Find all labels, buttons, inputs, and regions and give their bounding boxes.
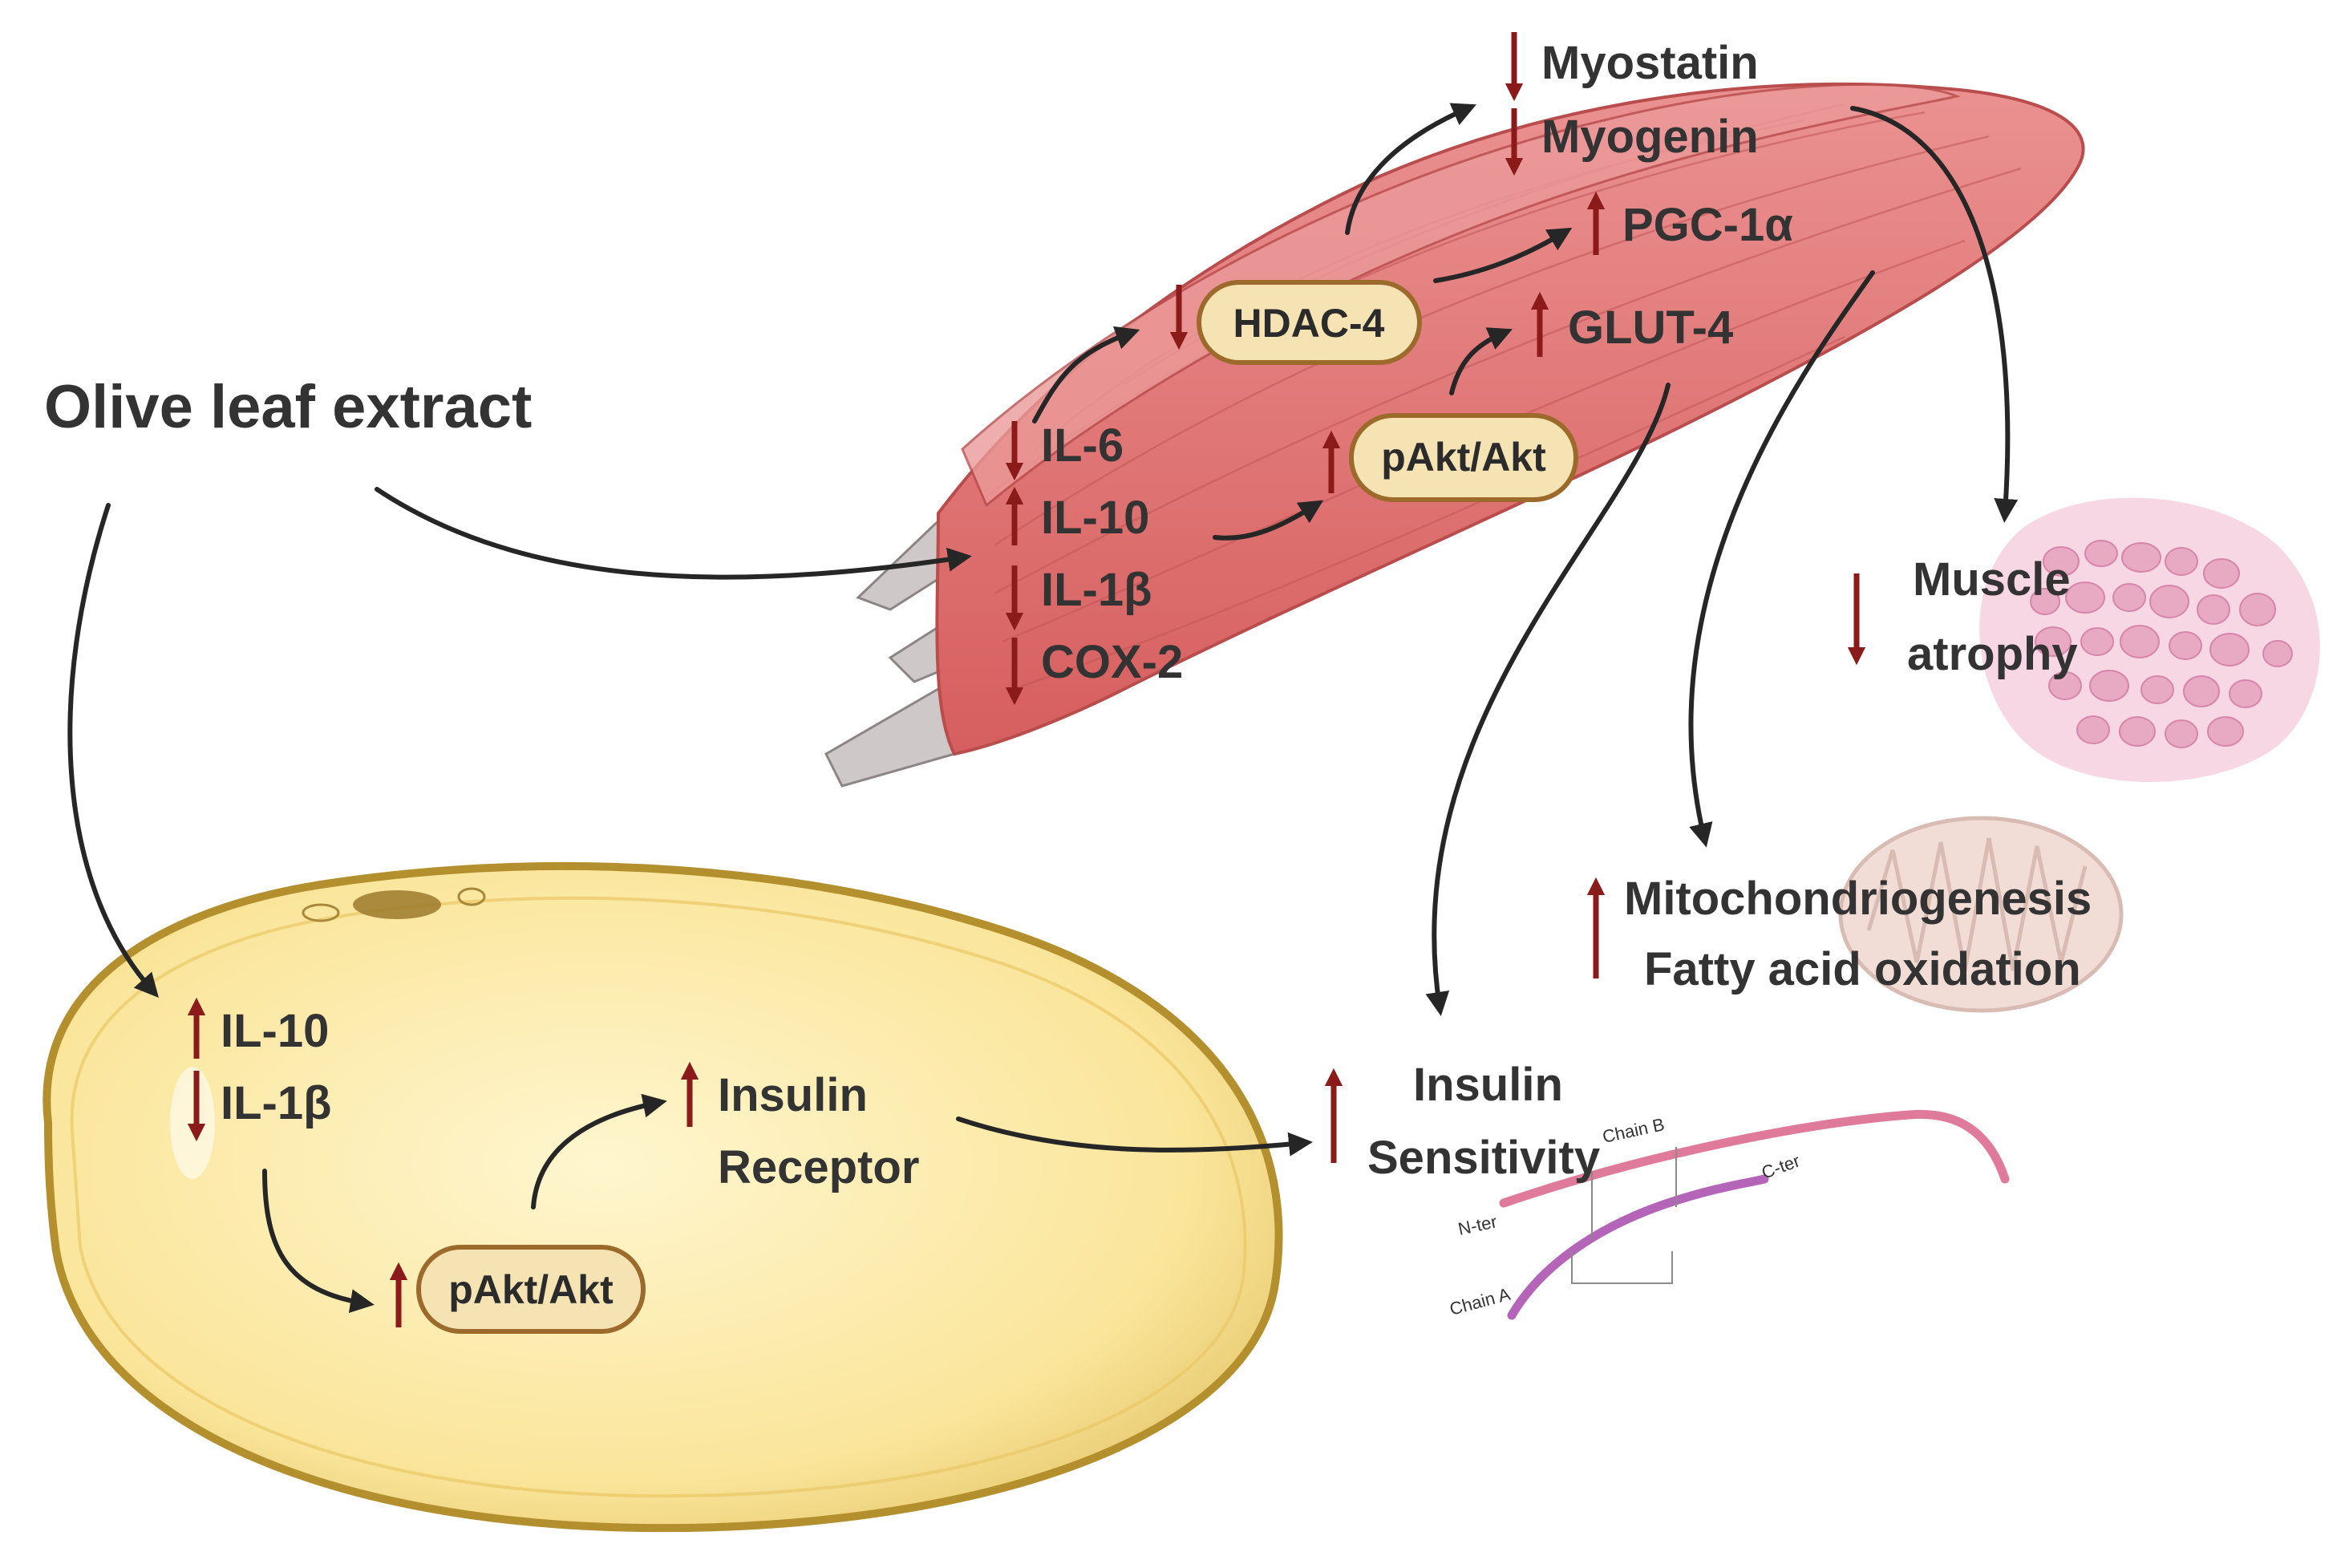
hdac4-label: HDAC-4 <box>1233 301 1385 346</box>
flow-arrows <box>67 103 2019 1313</box>
pgc1a-label: PGC-1α <box>1622 199 1793 251</box>
arrow-extract-to-adipocyte <box>67 503 159 998</box>
adipocyte-highlight <box>170 1067 215 1179</box>
adipocyte-inner-rim <box>70 896 1247 1498</box>
muscle-cytokine-list: IL-6 IL-10 IL-1β COX-2 <box>1005 419 1183 706</box>
muscle-atrophy-line1: Muscle <box>1913 553 2071 606</box>
muscle-tissue-section-icon <box>1979 497 2320 782</box>
mitochondria-outcome: Mitochondriogenesis Fatty acid oxidation <box>1586 873 2092 995</box>
arrow-pakt-to-insulin-receptor <box>531 1093 667 1209</box>
adipocyte-pakt-pill <box>416 1245 646 1334</box>
adipocyte-il10-label: IL-10 <box>221 1005 329 1057</box>
arrow-muscle-to-atrophy <box>1850 106 2019 523</box>
adipocyte-organelle <box>457 887 486 906</box>
adipocyte-nucleus <box>353 890 441 919</box>
muscle-cox2-label: COX-2 <box>1041 636 1183 688</box>
arrow-adipocyte-cytokines-to-pakt <box>262 1169 375 1313</box>
adipocyte-cytokine-list: IL-10 IL-1β <box>187 997 332 1142</box>
muscle-atrophy-line2: atrophy <box>1907 628 2078 680</box>
insulin-receptor-node: Insulin Receptor <box>680 1061 919 1193</box>
arrow-extract-to-muscle <box>375 487 972 580</box>
arrow-receptor-to-insulin-sensitivity <box>956 1116 1313 1157</box>
myogenin-node: Myogenin <box>1505 108 1759 176</box>
pgc1a-node: PGC-1α <box>1586 191 1793 255</box>
arrow-muscle-to-mitochondria <box>1688 270 1875 848</box>
muscle-il6-label: IL-6 <box>1041 419 1124 472</box>
adipocyte-organelle <box>302 903 340 922</box>
adipocyte-pakt-label: pAkt/Akt <box>448 1267 614 1312</box>
olive-leaf-extract-title: Olive leaf extract <box>44 373 532 441</box>
muscle-il10-label: IL-10 <box>1041 492 1149 544</box>
mitochondrion-icon <box>1838 816 2124 1013</box>
adipocyte-pakt-node: pAkt/Akt <box>389 1245 646 1334</box>
myostatin-label: Myostatin <box>1541 37 1759 89</box>
insulin-sensitivity-outcome: Insulin Sensitivity <box>1324 1059 1600 1184</box>
arrow-muscle-to-insulin-sensitivity <box>1425 383 1671 1016</box>
hdac4-pill <box>1197 280 1422 365</box>
muscle-il1b-label: IL-1β <box>1041 564 1152 616</box>
glut4-node: GLUT-4 <box>1530 291 1733 357</box>
fatty-acid-oxidation-label: Fatty acid oxidation <box>1644 943 2081 995</box>
adipocyte-illustration <box>43 862 1283 1533</box>
mitochondriogenesis-label: Mitochondriogenesis <box>1624 873 2092 925</box>
muscle-pakt-pill <box>1349 413 1578 502</box>
muscle-pakt-label: pAkt/Akt <box>1381 435 1546 480</box>
hdac4-node: HDAC-4 <box>1169 280 1422 365</box>
insulin-n-ter-label: N-ter <box>1456 1211 1499 1239</box>
insulin-chain-a <box>1507 1174 1769 1320</box>
adipocyte-cell <box>43 862 1283 1533</box>
muscle-atrophy-outcome: Muscle atrophy <box>1847 553 2078 680</box>
insulin-chain-b <box>1499 1109 2010 1208</box>
insulin-chain-b-label: Chain B <box>1601 1114 1667 1147</box>
glut4-label: GLUT-4 <box>1568 302 1733 354</box>
insulin-sensitivity-line1: Insulin <box>1413 1059 1563 1111</box>
insulin-receptor-line2: Receptor <box>718 1141 919 1193</box>
insulin-receptor-line1: Insulin <box>718 1069 868 1121</box>
myostatin-node: Myostatin <box>1505 32 1759 102</box>
adipocyte-il1b-label: IL-1β <box>221 1077 332 1129</box>
arrow-cytokines-to-pakt <box>1213 500 1324 541</box>
muscle-pakt-node: pAkt/Akt <box>1322 413 1578 502</box>
insulin-sensitivity-line2: Sensitivity <box>1367 1132 1600 1184</box>
arrow-pakt-to-glut4 <box>1449 327 1513 395</box>
arrow-hdac4-to-pgc1a <box>1433 227 1573 283</box>
arrow-cytokines-to-hdac4 <box>1032 326 1140 423</box>
arrow-hdac4-to-myostatin <box>1345 103 1476 235</box>
myogenin-label: Myogenin <box>1541 111 1759 163</box>
insulin-c-ter-label: C-ter <box>1759 1150 1802 1182</box>
insulin-chain-a-label: Chain A <box>1448 1284 1513 1319</box>
